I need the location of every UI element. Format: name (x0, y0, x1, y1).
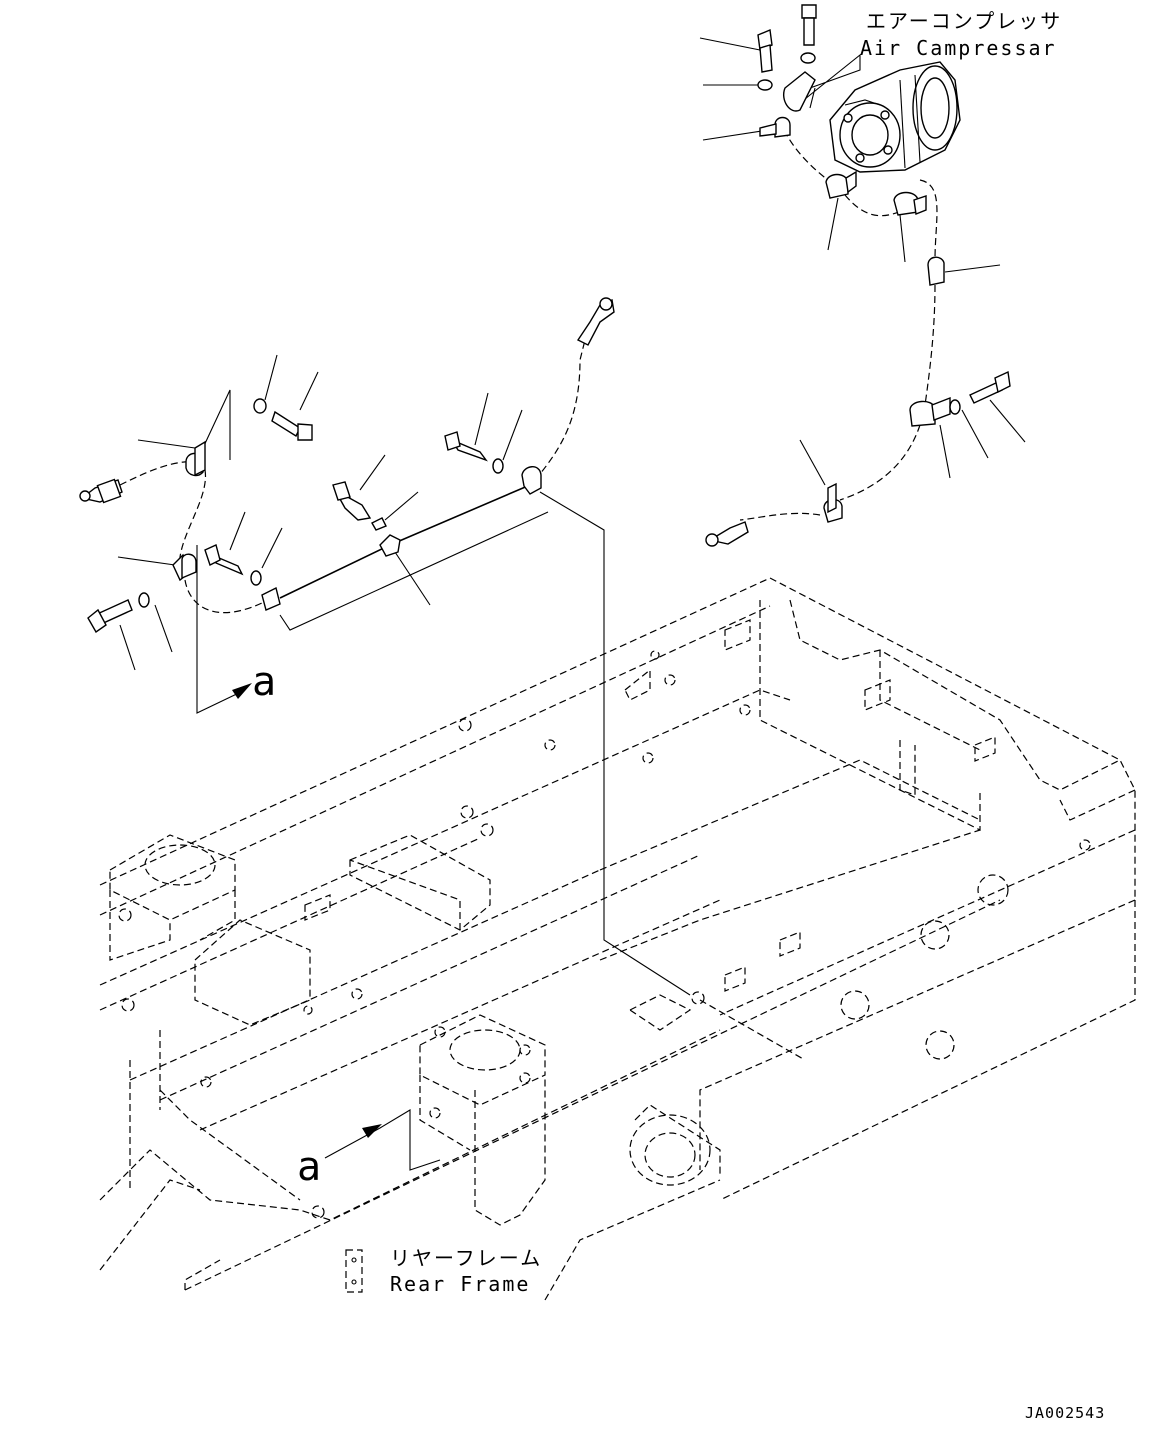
air-compressor (829, 61, 961, 173)
left-hose-fittings (79, 297, 615, 634)
rear-frame-label-jp: リヤーフレーム (390, 1246, 542, 1270)
right-hose-fittings (705, 4, 1011, 547)
refrigerant-piping (119, 119, 938, 1061)
view-mark-lower: a (297, 1144, 321, 1190)
rear-frame-icon (345, 1249, 363, 1293)
callout-leaders (117, 37, 1026, 671)
view-arrow-lower (324, 1109, 441, 1171)
view-mark-upper: a (252, 659, 276, 705)
rear-frame-label-en: Rear Frame (390, 1272, 530, 1296)
rear-frame-outline (99, 577, 1136, 1301)
view-arrow-upper (196, 545, 252, 714)
compressor-label-jp: エアーコンプレッサ (866, 9, 1062, 33)
drawing-code: JA002543 (1025, 1404, 1105, 1422)
compressor-label-en: Air Campressar (860, 36, 1057, 60)
